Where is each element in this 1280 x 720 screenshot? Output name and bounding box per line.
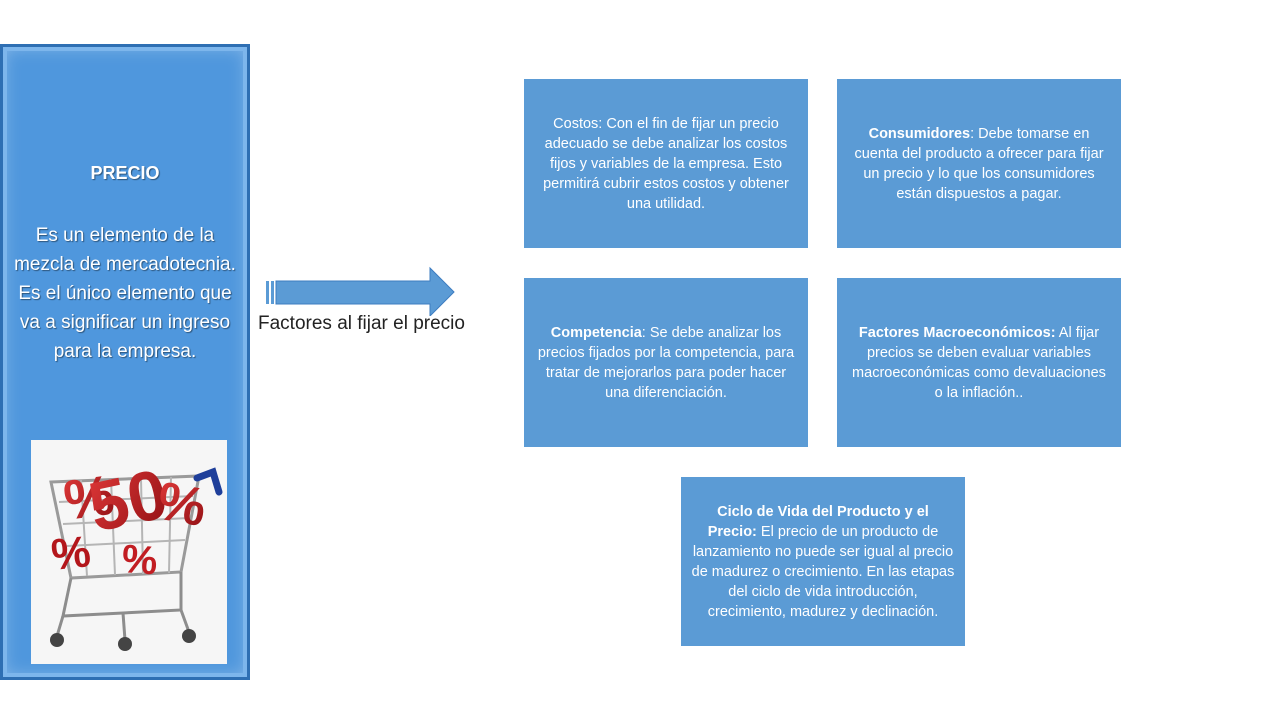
precio-description: Es un elemento de la mezcla de mercadote…: [14, 225, 236, 362]
svg-text:50: 50: [82, 454, 174, 546]
factor-text: Costos: Con el fin de fijar un precio ad…: [543, 115, 789, 212]
factor-box-macroeconomicos: Factores Macroeconómicos: Al fijar preci…: [837, 278, 1121, 447]
factor-box-competencia: Competencia: Se debe analizar los precio…: [524, 278, 808, 447]
precio-panel: PRECIO Es un elemento de la mezcla de me…: [0, 44, 250, 680]
arrow-right-icon: [266, 266, 455, 316]
factor-heading: Ciclo de Vida del Producto y el Precio:: [707, 503, 929, 540]
factor-heading: Competencia: [550, 324, 642, 341]
factor-box-costos: Costos: Con el fin de fijar un precio ad…: [524, 79, 808, 248]
svg-text:%: %: [60, 463, 118, 532]
factor-box-ciclo-de-vida: Ciclo de Vida del Producto y el Precio: …: [681, 477, 965, 646]
shopping-cart-sale-image: % 50 % % %: [31, 440, 227, 664]
factor-heading: Factores Macroeconómicos:: [858, 324, 1056, 341]
factor-text: Al fijar precios se deben evaluar variab…: [852, 324, 1106, 401]
svg-text:%: %: [120, 537, 159, 583]
shopping-cart-with-percent-sale-icon: % 50 % % %: [49, 454, 223, 651]
factor-heading: Consumidores: [868, 125, 971, 142]
factor-text: : Debe tomarse en cuenta del producto a …: [854, 125, 1104, 202]
svg-text:%: %: [153, 471, 211, 538]
svg-text:%: %: [49, 527, 93, 580]
arrow-label: Factores al fijar el precio: [258, 313, 465, 334]
factor-box-consumidores: Consumidores: Debe tomarse en cuenta del…: [837, 79, 1121, 248]
factor-text: El precio de un producto de lanzamiento …: [691, 523, 955, 620]
factor-text: : Se debe analizar los precios fijados p…: [537, 324, 795, 401]
precio-title: PRECIO: [90, 163, 160, 183]
